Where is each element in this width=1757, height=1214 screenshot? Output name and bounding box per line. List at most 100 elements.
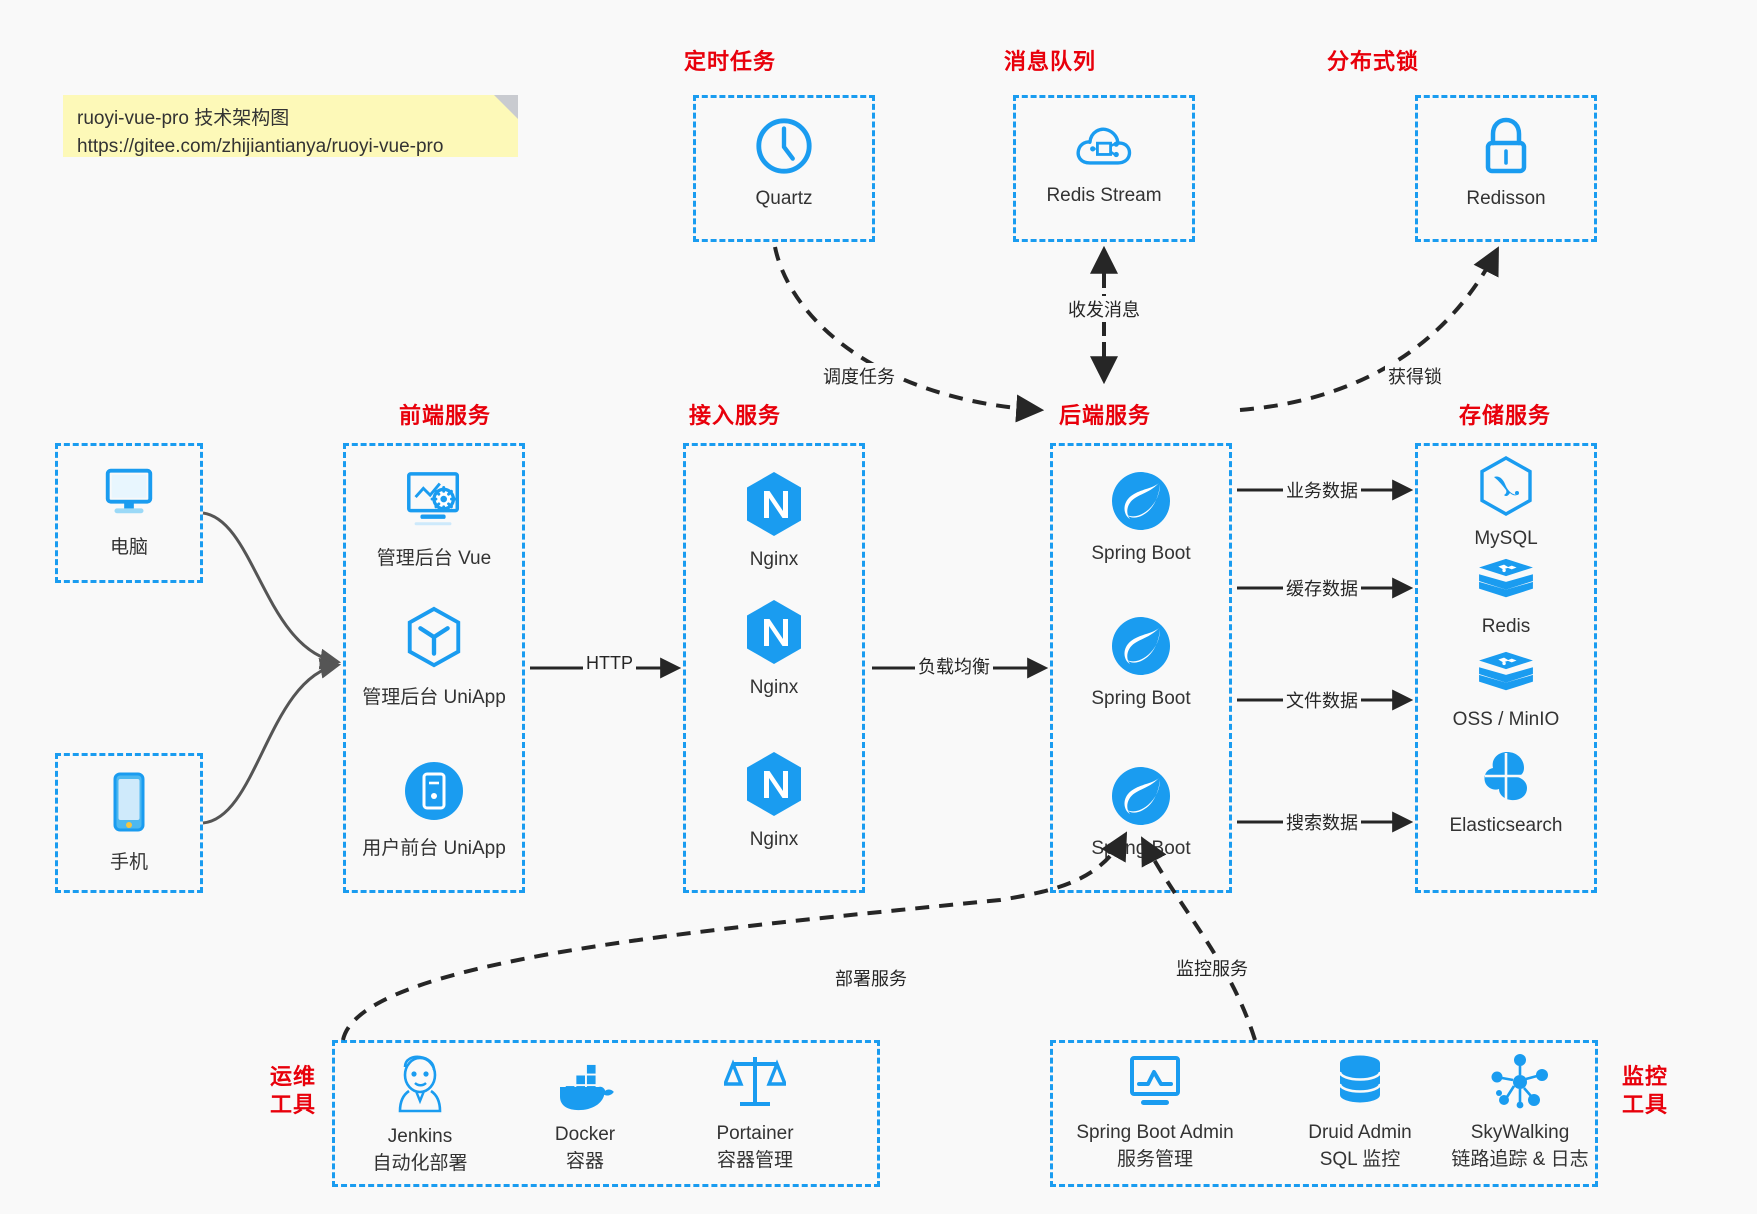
node-label: SkyWalking	[1470, 1122, 1570, 1143]
node-label: MySQL	[1474, 528, 1538, 549]
node-label: Quartz	[755, 188, 813, 209]
oss-minio-icon	[1475, 648, 1537, 703]
dashboard-vue-icon	[401, 468, 467, 537]
node-sublabel: 容器管理	[716, 1150, 793, 1171]
app-circle-icon	[403, 760, 465, 827]
node-redis-stream[interactable]: Redis Stream	[1013, 118, 1195, 207]
caption-frontend-service: 前端服务	[398, 403, 491, 428]
group-box-backend-service	[1050, 443, 1232, 893]
cloud-stream-icon	[1073, 118, 1135, 179]
edge-label-http: HTTP	[583, 653, 636, 674]
skywalking-icon	[1490, 1053, 1550, 1116]
node-label: Spring Boot Admin	[1076, 1122, 1234, 1143]
caption-access-service: 接入服务	[688, 403, 781, 428]
group-box-storage-service	[1415, 443, 1597, 893]
node-label: Redis Stream	[1046, 185, 1162, 206]
node-redisson[interactable]: Redisson	[1415, 115, 1597, 210]
node-spring-boot-1[interactable]: Spring Boot	[1050, 470, 1232, 565]
node-druid-admin[interactable]: Druid Admin SQL 监控	[1275, 1053, 1445, 1171]
redis-icon	[1475, 555, 1537, 610]
node-label: Portainer	[716, 1123, 794, 1144]
caption-message-queue: 消息队列	[1003, 49, 1096, 74]
edge-label-cache-data: 缓存数据	[1283, 575, 1361, 601]
node-label: Redis	[1481, 616, 1531, 637]
spring-boot-icon	[1110, 615, 1172, 682]
group-box-message-queue	[1013, 95, 1195, 242]
node-mysql[interactable]: MySQL	[1415, 455, 1597, 550]
caption-backend-service: 后端服务	[1058, 403, 1151, 428]
caption-devops-line1: 运维	[269, 1064, 316, 1089]
node-label: 管理后台 UniApp	[362, 687, 506, 708]
node-sublabel: 自动化部署	[372, 1153, 468, 1174]
node-label: Redisson	[1466, 188, 1546, 209]
nginx-icon	[743, 750, 805, 823]
group-box-client-mobile	[55, 753, 203, 893]
monitor-chart-icon	[1124, 1053, 1186, 1116]
node-label: Docker	[554, 1124, 616, 1145]
nginx-icon	[743, 598, 805, 671]
uniapp-cube-icon	[403, 605, 465, 676]
database-icon	[1331, 1053, 1389, 1116]
caption-storage-service: 存储服务	[1458, 403, 1551, 428]
node-sublabel: 链路追踪 & 日志	[1451, 1149, 1589, 1170]
edge-label-schedule-task: 调度任务	[820, 363, 898, 389]
edge-label-monitor-service: 监控服务	[1173, 955, 1251, 981]
mobile-icon	[105, 770, 153, 841]
node-spring-boot-admin[interactable]: Spring Boot Admin 服务管理	[1055, 1053, 1255, 1171]
sticky-note-title: ruoyi-vue-pro 技术架构图	[77, 108, 290, 129]
node-label: Spring Boot	[1091, 688, 1191, 709]
node-user-uniapp[interactable]: 用户前台 UniApp	[343, 760, 525, 860]
node-label: Jenkins	[387, 1126, 453, 1147]
node-spring-boot-3[interactable]: Spring Boot	[1050, 765, 1232, 860]
node-redis[interactable]: Redis	[1415, 555, 1597, 638]
group-box-devops-tools	[332, 1040, 880, 1187]
node-label: Nginx	[749, 677, 799, 698]
node-label: Spring Boot	[1091, 838, 1191, 859]
node-label: Nginx	[749, 549, 799, 570]
node-label: Druid Admin	[1308, 1122, 1412, 1143]
node-spring-boot-2[interactable]: Spring Boot	[1050, 615, 1232, 710]
caption-scheduled-tasks: 定时任务	[683, 49, 776, 74]
node-label: Nginx	[749, 829, 799, 850]
docker-icon	[552, 1063, 618, 1118]
group-box-client-desktop	[55, 443, 203, 583]
node-label: 电脑	[109, 537, 148, 558]
lock-icon	[1477, 115, 1535, 182]
sticky-note-url: https://gitee.com/zhijiantianya/ruoyi-vu…	[77, 135, 444, 157]
node-label: OSS / MinIO	[1452, 709, 1560, 730]
jenkins-icon	[391, 1053, 449, 1120]
caption-monitor-tools: 监控 工具	[1610, 1063, 1680, 1118]
edge-label-acquire-lock: 获得锁	[1385, 363, 1445, 389]
node-quartz[interactable]: Quartz	[693, 115, 875, 210]
node-nginx-2[interactable]: Nginx	[683, 598, 865, 699]
nginx-icon	[743, 470, 805, 543]
sticky-note-fold-icon	[494, 95, 518, 119]
node-jenkins[interactable]: Jenkins 自动化部署	[340, 1053, 500, 1175]
node-elasticsearch[interactable]: Elasticsearch	[1415, 748, 1597, 837]
node-mobile[interactable]: 手机	[55, 770, 203, 874]
node-label: 用户前台 UniApp	[362, 838, 506, 859]
group-box-distributed-lock	[1415, 95, 1597, 242]
node-label: 手机	[109, 852, 148, 873]
group-box-scheduled-tasks	[693, 95, 875, 242]
node-oss-minio[interactable]: OSS / MinIO	[1415, 648, 1597, 731]
edge-label-send-receive-message: 收发消息	[1065, 296, 1143, 322]
node-sublabel: SQL 监控	[1319, 1149, 1401, 1170]
node-desktop[interactable]: 电脑	[55, 463, 203, 559]
node-admin-uniapp[interactable]: 管理后台 UniApp	[343, 605, 525, 709]
node-portainer[interactable]: Portainer 容器管理	[665, 1052, 845, 1172]
node-nginx-3[interactable]: Nginx	[683, 750, 865, 851]
edge-label-deploy-service: 部署服务	[832, 965, 910, 991]
node-sublabel: 容器	[565, 1151, 604, 1172]
node-admin-vue[interactable]: 管理后台 Vue	[343, 468, 525, 570]
node-skywalking[interactable]: SkyWalking 链路追踪 & 日志	[1425, 1053, 1615, 1171]
node-docker[interactable]: Docker 容器	[505, 1063, 665, 1173]
node-label: 管理后台 Vue	[376, 548, 492, 569]
edge-label-file-data: 文件数据	[1283, 687, 1361, 713]
clock-icon	[753, 115, 815, 182]
desktop-icon	[98, 463, 160, 526]
elasticsearch-icon	[1477, 748, 1535, 809]
group-box-monitor-tools	[1050, 1040, 1598, 1187]
node-nginx-1[interactable]: Nginx	[683, 470, 865, 571]
